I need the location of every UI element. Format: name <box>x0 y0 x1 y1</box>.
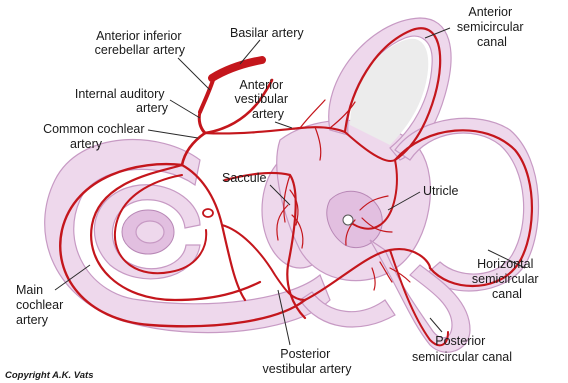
label-basilar-artery: Basilar artery <box>230 26 304 40</box>
label-horizontal-canal-line2: semicircular <box>472 272 539 286</box>
label-horizontal-canal-line1: Horizontal <box>477 257 533 271</box>
label-posterior-canal-line1: Posterior <box>435 334 485 348</box>
cochlea-apex-inner <box>136 221 164 243</box>
posterior-canal-lower <box>300 292 395 327</box>
internal-auditory-artery-vessel <box>199 112 205 133</box>
label-main-cochlear-line2: cochlear <box>16 298 63 312</box>
label-anterior-canal-line1: Anterior <box>468 5 512 19</box>
label-main-cochlear-line1: Main <box>16 283 43 297</box>
label-anterior-vestibular-line1: Anterior <box>239 78 283 92</box>
leader-common-cochlear-artery <box>148 130 198 138</box>
label-horizontal-canal-line3: canal <box>492 287 522 301</box>
vestibular-nerve-cut <box>343 215 353 225</box>
label-posterior-canal-line2: semicircular canal <box>412 350 512 364</box>
label-posterior-vestibular-line1: Posterior <box>280 347 330 361</box>
label-anterior-vestibular-line3: artery <box>252 107 285 121</box>
label-horizontal-semicircular-canal: Horizontal semicircular canal <box>472 257 542 301</box>
label-aica: Anterior inferior cerebellar artery <box>95 29 186 57</box>
label-common-cochlear-line1: Common cochlear <box>43 122 144 136</box>
label-anterior-vestibular-artery: Anterior vestibular artery <box>235 78 292 121</box>
vestibulocochlear-artery-vessel <box>182 165 245 300</box>
label-main-cochlear-line3: artery <box>16 313 49 327</box>
label-aica-line2: cerebellar artery <box>95 43 186 57</box>
label-anterior-semicircular-canal: Anterior semicircular canal <box>457 5 527 49</box>
label-internal-auditory-artery: Internal auditory artery <box>75 87 169 115</box>
label-common-cochlear-line2: artery <box>70 137 103 151</box>
label-posterior-vestibular-artery: Posterior vestibular artery <box>263 347 353 376</box>
label-posterior-vestibular-line2: vestibular artery <box>263 362 353 376</box>
label-anterior-canal-line2: semicircular <box>457 20 524 34</box>
label-utricle: Utricle <box>423 184 458 198</box>
label-main-cochlear-artery: Main cochlear artery <box>16 283 67 327</box>
label-anterior-vestibular-line2: vestibular <box>235 92 289 106</box>
label-internal-auditory-line2: artery <box>136 101 169 115</box>
basilar-artery-vessel <box>212 60 262 78</box>
leader-aica <box>178 58 210 90</box>
label-aica-line1: Anterior inferior <box>96 29 181 43</box>
leader-internal-auditory-artery <box>170 100 200 118</box>
label-anterior-canal-line3: canal <box>477 35 507 49</box>
leader-anterior-vestibular-artery <box>275 122 292 128</box>
copyright-notice: Copyright A.K. Vats <box>5 370 94 381</box>
label-internal-auditory-line1: Internal auditory <box>75 87 165 101</box>
cochlear-loop <box>203 209 213 217</box>
label-saccule: Saccule <box>222 171 267 185</box>
